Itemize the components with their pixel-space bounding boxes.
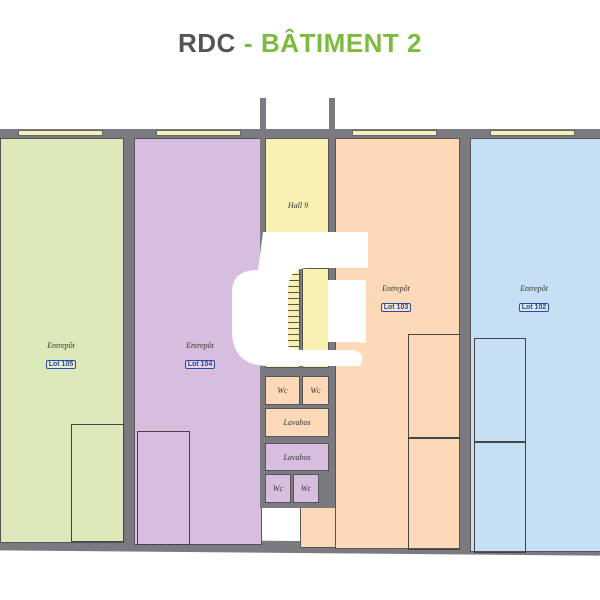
sub-area (71, 424, 124, 542)
sub-area (474, 442, 526, 553)
lot-103-extension (300, 508, 336, 548)
lot-badge: Lot 102 (518, 303, 550, 312)
window (490, 130, 575, 136)
wall (124, 138, 134, 544)
room-wc[interactable]: Wc (265, 376, 300, 405)
wall (460, 138, 470, 552)
building-label: BÂTIMENT 2 (261, 28, 422, 58)
floor-label: RDC (177, 28, 236, 58)
window (352, 130, 437, 136)
wall-stub (260, 98, 266, 138)
room-wc[interactable]: Wc (265, 474, 291, 503)
room-type-label: Entrepôt (382, 284, 410, 293)
room-type-label: Entrepôt (47, 341, 75, 350)
sub-area (137, 431, 190, 545)
title-separator: - (243, 28, 253, 58)
room-wc[interactable]: Wc (302, 376, 329, 405)
room-type-label: Entrepôt (520, 284, 548, 293)
sub-area (408, 438, 461, 550)
room-type-label: Entrepôt (186, 341, 214, 350)
lot-badge: Lot 104 (184, 360, 216, 369)
logo-watermark (232, 232, 368, 366)
wall-stub (329, 98, 335, 138)
room-lot-105[interactable]: Entrepôt Lot 105 (0, 138, 124, 543)
room-lot-102[interactable]: Entrepôt Lot 102 (470, 138, 600, 553)
room-lavabos[interactable]: Lavabos (265, 443, 329, 471)
window (18, 130, 103, 136)
room-lavabos[interactable]: Lavabos (265, 408, 329, 437)
sub-area (474, 338, 526, 442)
hall-label: Hall 9 (287, 201, 309, 210)
room-wc[interactable]: Wc (293, 474, 319, 503)
top-wall (0, 129, 600, 138)
sub-area (408, 334, 461, 438)
lot-badge: Lot 103 (380, 303, 412, 312)
lot-badge: Lot 105 (45, 360, 77, 369)
window (156, 130, 241, 136)
page-title: RDC-BÂTIMENT 2 (0, 28, 600, 59)
